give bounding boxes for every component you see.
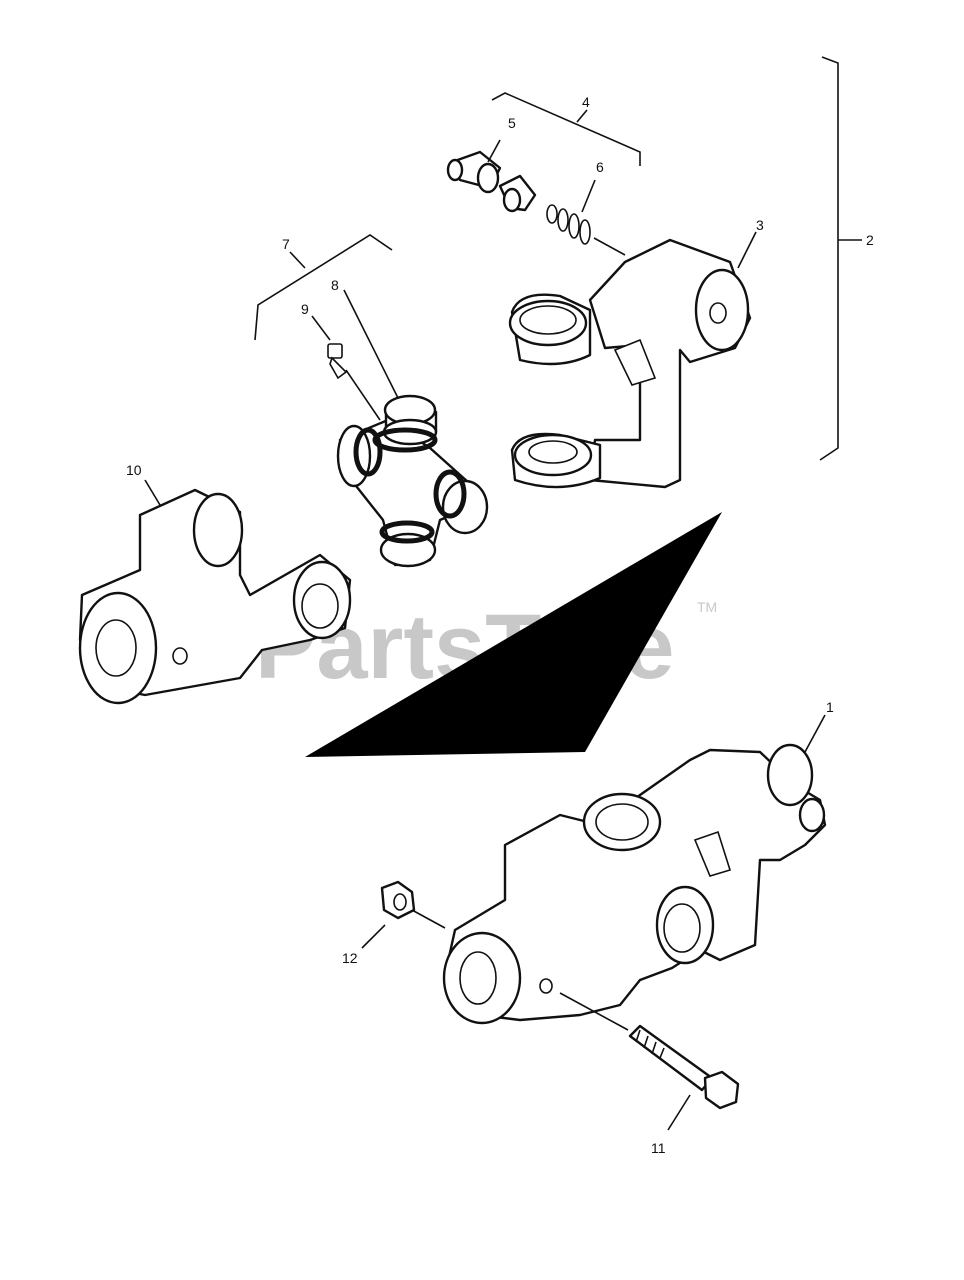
callout-7: 7 <box>282 236 290 252</box>
part-11-bolt <box>559 992 740 1131</box>
part-10-hub-yoke <box>78 479 352 705</box>
callout-8: 8 <box>331 277 339 293</box>
callout-11: 11 <box>651 1140 666 1156</box>
part-12-lock-nut <box>361 880 446 949</box>
assembly-arrow <box>305 512 722 757</box>
part-8-universal-cross <box>336 289 489 568</box>
bracket-4 <box>491 92 641 166</box>
part-5-detent-pin <box>446 139 537 213</box>
callout-5: 5 <box>508 115 516 131</box>
part-1-universal-joint-assembly <box>442 714 827 1025</box>
callout-labels: 1 2 3 4 5 6 7 8 9 10 11 12 <box>126 94 874 1156</box>
callout-3: 3 <box>756 217 764 233</box>
part-3-yoke <box>508 231 757 489</box>
bracket-7 <box>254 234 393 341</box>
callout-9: 9 <box>301 301 309 317</box>
bracket-2 <box>819 56 862 461</box>
part-9-grease-fitting <box>311 315 381 421</box>
callout-6: 6 <box>596 159 604 175</box>
part-6-spring <box>546 179 626 256</box>
callout-10: 10 <box>126 462 142 478</box>
callout-1: 1 <box>826 699 834 715</box>
watermark-trademark: TM <box>697 599 717 615</box>
callout-12: 12 <box>342 950 358 966</box>
callout-2: 2 <box>866 232 874 248</box>
callout-4: 4 <box>582 94 590 110</box>
